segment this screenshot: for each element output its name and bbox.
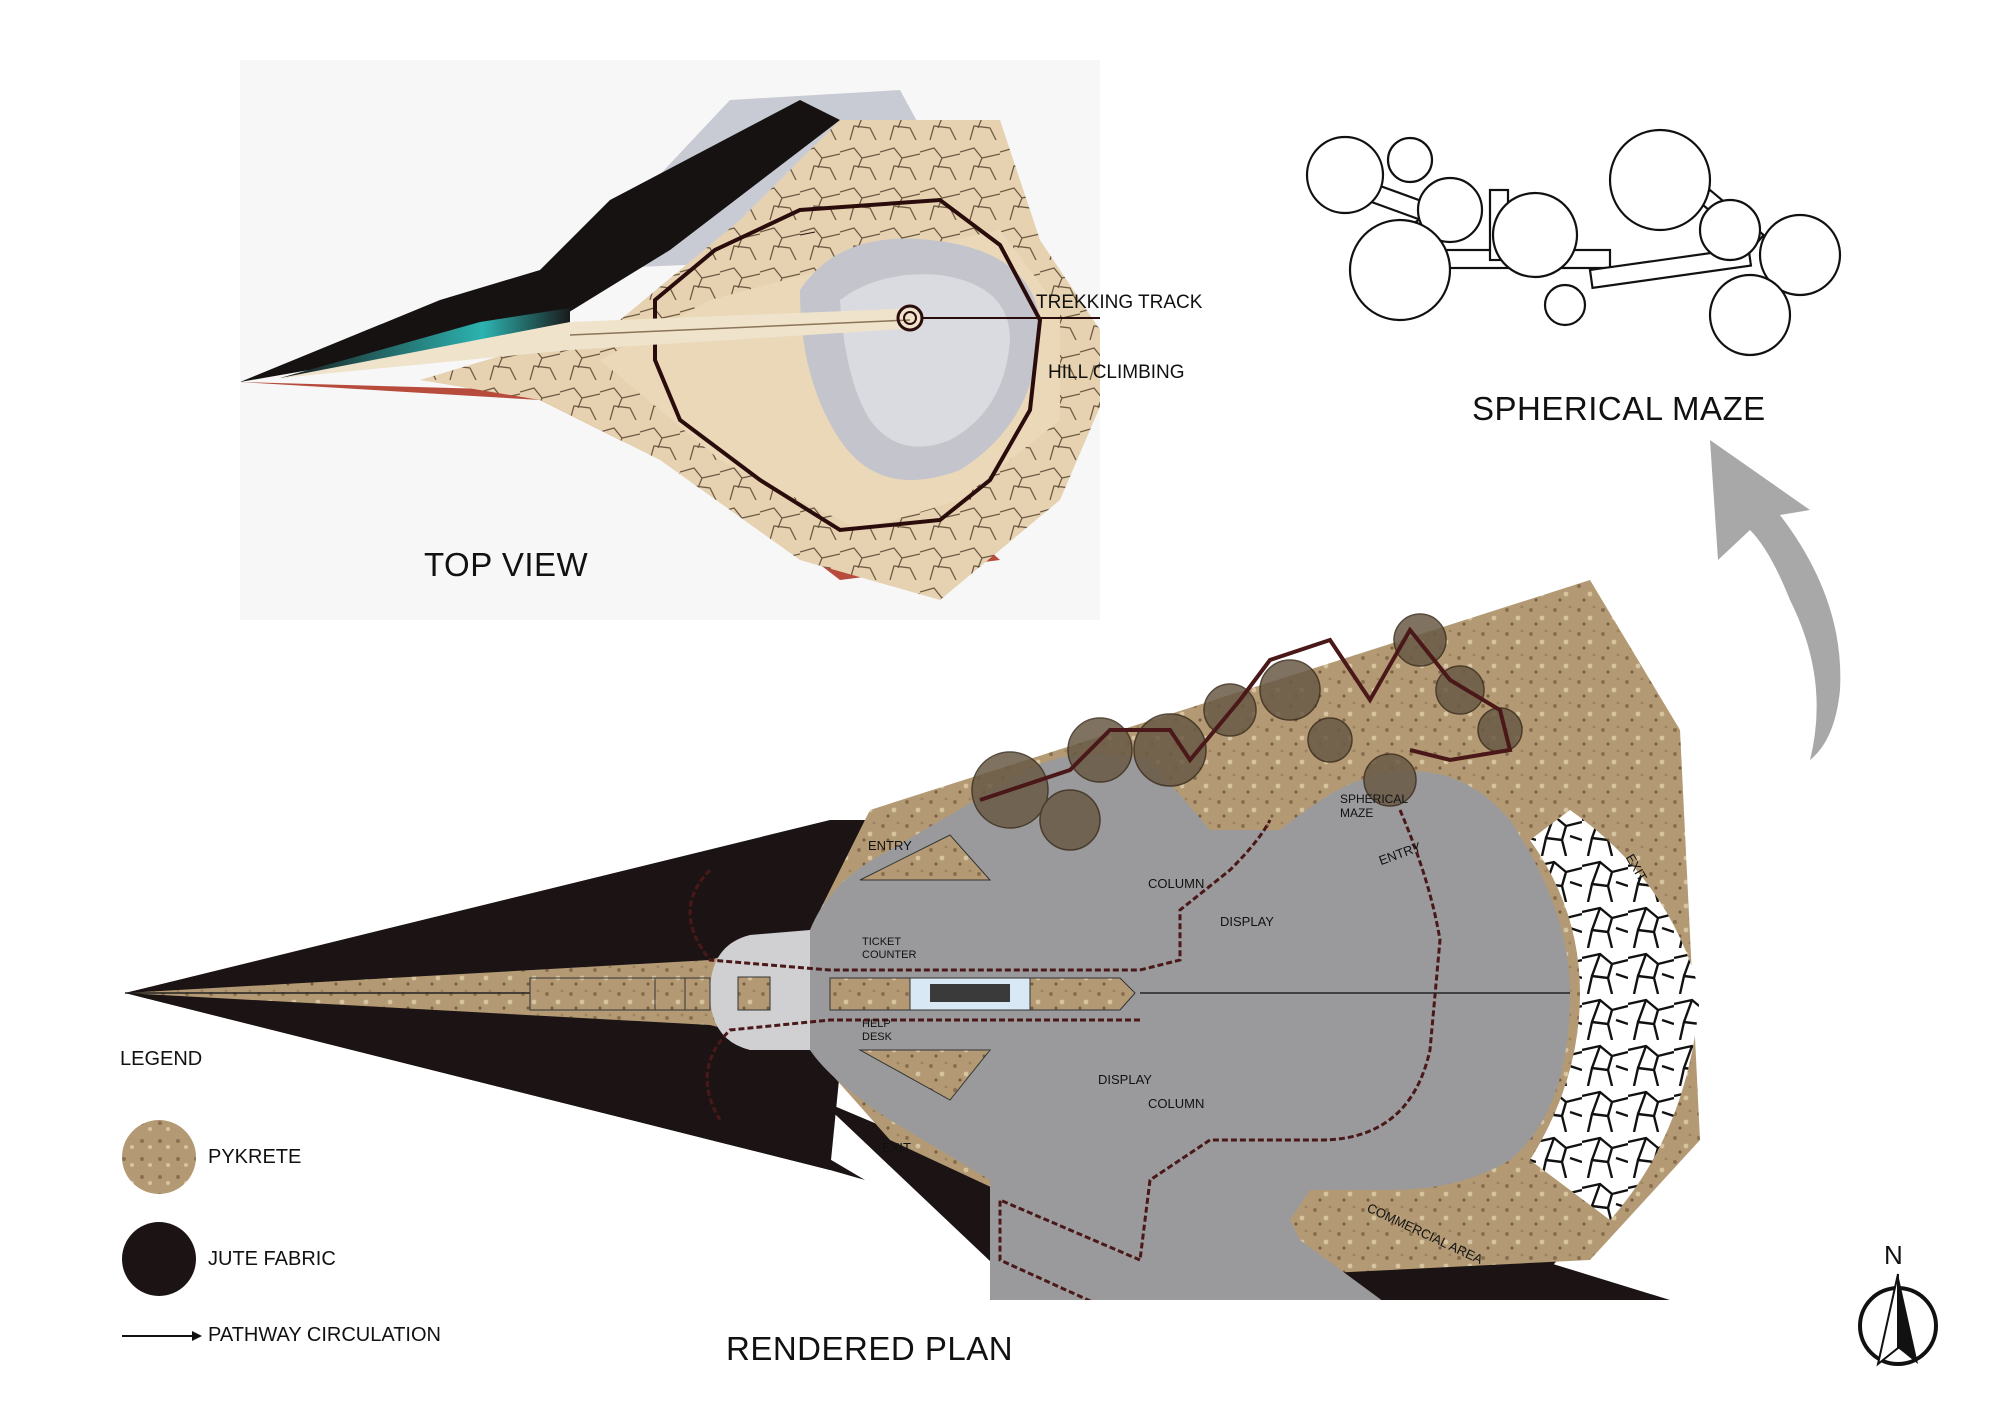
trekking-track-label: TREKKING TRACK [1036,292,1203,313]
top-view-title: TOP VIEW [424,546,589,583]
legend-label-pathway: PATHWAY CIRCULATION [208,1324,441,1346]
help-label-line1: HELP [862,1018,891,1030]
legend-label-jute: JUTE FABRIC [208,1248,336,1270]
ticket-counter-label: TICKET COUNTER [862,936,916,962]
column-top-label: COLUMN [1148,876,1205,891]
plan-entry-label: ENTRY [868,838,912,853]
help-label-line2: DESK [862,1031,892,1043]
north-arrow: N [1848,1240,1948,1370]
display-bottom-label: DISPLAY [1098,1072,1152,1087]
arrow-icon [122,1331,202,1341]
hill-climbing-label: HILL CLIMBING [1048,362,1185,383]
jute-swatch [122,1222,196,1296]
spherical-maze-plan-label: SPHERICAL MAZE [1340,792,1408,820]
legend-item-pykrete: PYKRETE [120,1118,480,1198]
top-view-panel [240,60,1120,620]
display-top-label: DISPLAY [1220,914,1274,929]
spherical-maze-title: SPHERICAL MAZE [1472,390,1766,427]
pykrete-swatch [122,1120,196,1194]
plan-drawing [125,580,1700,1414]
rendered-plan-title: RENDERED PLAN [726,1330,1014,1367]
spherical-maze-diagram [1290,120,1850,360]
maze-label-line1: SPHERICAL [1340,792,1409,806]
help-desk-label: HELP DESK [862,1018,892,1044]
legend-label-pykrete: PYKRETE [208,1146,302,1168]
legend-item-jute: JUTE FABRIC [120,1220,480,1300]
north-label: N [1884,1240,1903,1270]
column-bottom-label: COLUMN [1148,1096,1205,1111]
ticket-label-line1: TICKET [862,936,902,948]
top-view-render [240,60,1120,620]
rendered-plan [110,580,1850,1414]
ticket-label-line2: COUNTER [862,949,917,961]
legend-title: LEGEND [120,1048,203,1070]
maze-label-line2: MAZE [1340,806,1374,820]
legend: LEGEND PYKRETE JUTE FABRIC PATHWAY CIRCU… [120,1048,480,1368]
plan-exit-label: EXIT [882,1140,911,1155]
legend-item-pathway: PATHWAY CIRCULATION [120,1324,480,1354]
curved-arrow [1710,440,1841,760]
compass-icon [1858,1273,1938,1367]
maze-outline [1305,128,1842,357]
